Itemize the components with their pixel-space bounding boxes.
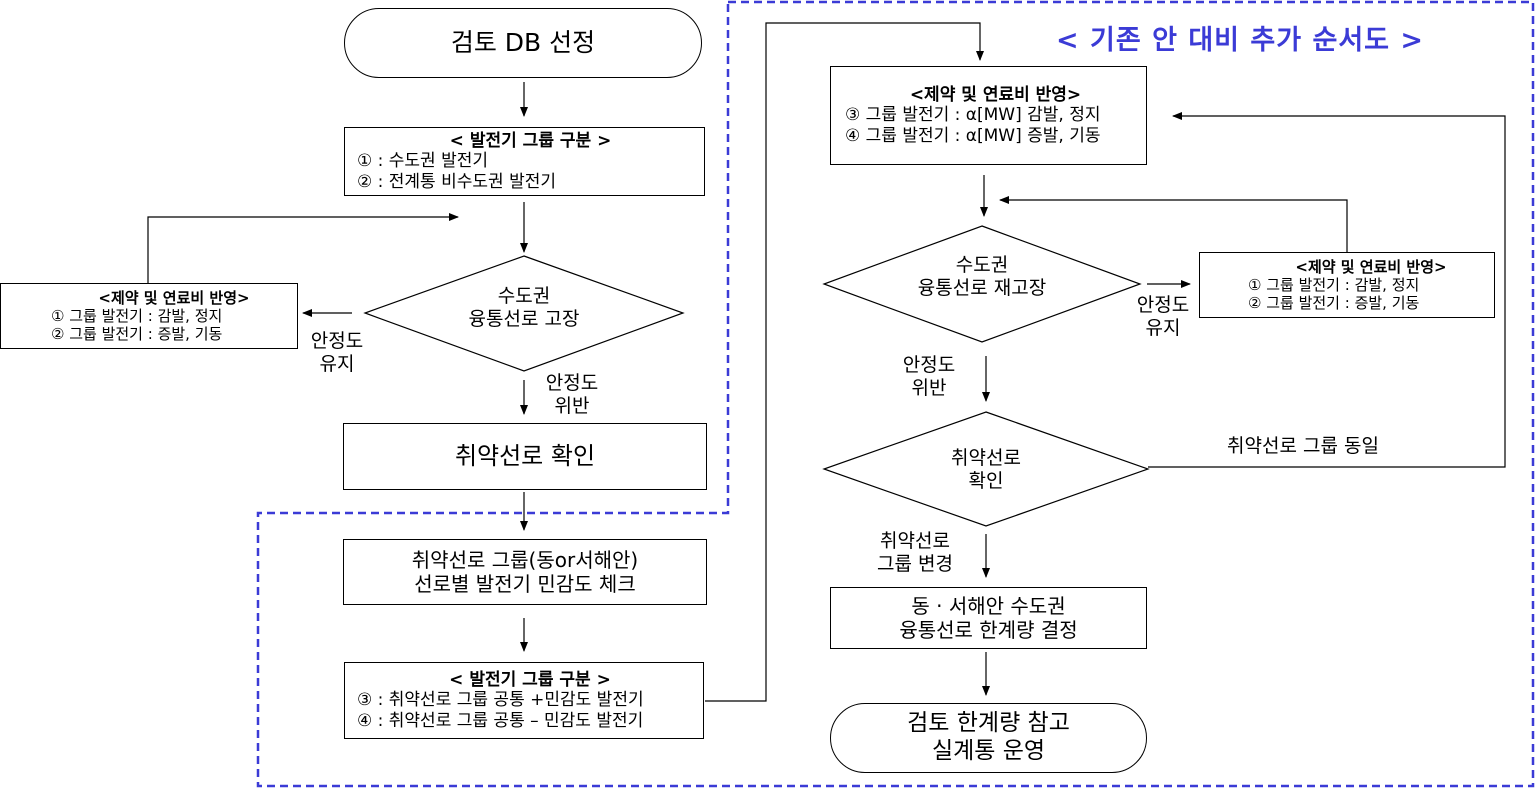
constraint-box-left: <제약 및 연료비 반영> ① 그룹 발전기 : 감발, 정지 ② 그룹 발전기…	[0, 283, 298, 349]
decision-weak-shape	[822, 411, 1150, 527]
sensitivity-check-box: 취약선로 그룹(동or서해안) 선로별 발전기 민감도 체크	[343, 539, 707, 605]
label-same-group: 취약선로 그룹 동일	[1205, 435, 1401, 458]
decision-refault-text: 수도권 융통선로 재고장	[872, 254, 1092, 300]
label-group-change: 취약선로 그룹 변경	[860, 530, 970, 576]
decision-refault-line-1: 수도권	[955, 254, 1009, 276]
label-group-change-line-1: 취약선로	[880, 530, 950, 552]
generator-group-b-line-1: ③ : 취약선로 그룹 공통 +민감도 발전기	[357, 690, 644, 711]
constraint-left-title: <제약 및 연료비 반영>	[98, 289, 250, 307]
weak-line-check-text: 취약선로 확인	[454, 442, 596, 471]
decision-refault-shape	[822, 225, 1142, 343]
label-stable-right: 안정도 유지	[1128, 294, 1198, 340]
decision-weak-text: 취약선로 확인	[906, 447, 1066, 493]
end-terminal-line-2: 실계통 운영	[931, 738, 1046, 764]
constraint-right-line-1: ① 그룹 발전기 : 감발, 정지	[1248, 276, 1420, 294]
limit-decision-line-2: 융통선로 한계량 결정	[899, 618, 1078, 642]
decision-refault-line-2: 융통선로 재고장	[917, 276, 1047, 299]
constraint-top-line-1: ③ 그룹 발전기 : α[MW] 감발, 정지	[845, 105, 1101, 126]
end-terminal-line-1: 검토 한계량 참고	[907, 710, 1070, 737]
limit-decision-box: 동 · 서해안 수도권 융통선로 한계량 결정	[830, 587, 1147, 649]
constraint-left-line-2: ② 그룹 발전기 : 증발, 기동	[51, 325, 223, 343]
start-terminal: 검토 DB 선정	[344, 8, 702, 78]
constraint-left-line-1: ① 그룹 발전기 : 감발, 정지	[51, 307, 223, 325]
start-terminal-text: 검토 DB 선정	[450, 28, 596, 57]
end-terminal: 검토 한계량 참고 실계통 운영	[830, 703, 1147, 773]
label-same-group-text: 취약선로 그룹 동일	[1227, 435, 1379, 457]
label-stable-left: 안정도 유지	[302, 330, 372, 376]
generator-group-a-title: < 발전기 그룹 구분 >	[449, 130, 612, 151]
label-violation-left: 안정도 위반	[537, 372, 607, 418]
decision-weak-line-1: 취약선로	[951, 447, 1021, 469]
loop-constraint-to-main	[147, 213, 459, 283]
decision-weak-line-2: 확인	[968, 469, 1004, 492]
sensitivity-line-1: 취약선로 그룹(동or서해안)	[411, 548, 639, 572]
limit-decision-line-1: 동 · 서해안 수도권	[911, 594, 1066, 618]
sensitivity-line-2: 선로별 발전기 민감도 체크	[414, 572, 636, 596]
label-stable-left-line-1: 안정도	[310, 330, 364, 352]
constraint-right-title: <제약 및 연료비 반영>	[1295, 258, 1447, 276]
decision-fault-shape	[363, 255, 685, 372]
connector-group-to-constraint	[705, 22, 984, 702]
decision-fault-line-2: 융통선로 고장	[468, 307, 580, 330]
generator-group-b-title: < 발전기 그룹 구분 >	[449, 669, 611, 690]
dashed-region-border	[256, 0, 1535, 788]
generator-group-box-b: < 발전기 그룹 구분 > ③ : 취약선로 그룹 공통 +민감도 발전기 ④ …	[344, 662, 704, 739]
decision-fault-text: 수도권 융통선로 고장	[424, 285, 624, 331]
constraint-box-top: <제약 및 연료비 반영> ③ 그룹 발전기 : α[MW] 감발, 정지 ④ …	[830, 66, 1147, 165]
label-stable-left-line-2: 유지	[319, 352, 355, 375]
label-violation-right-line-2: 위반	[911, 376, 947, 399]
constraint-top-title: <제약 및 연료비 반영>	[909, 84, 1082, 105]
generator-group-a-line-2: ② : 전계통 비수도권 발전기	[357, 171, 556, 192]
label-violation-right-line-1: 안정도	[902, 354, 956, 376]
loop-same-group	[1148, 112, 1506, 468]
label-violation-right: 안정도 위반	[894, 354, 964, 400]
generator-group-b-line-2: ④ : 취약선로 그룹 공통 – 민감도 발전기	[357, 710, 644, 731]
label-group-change-line-2: 그룹 변경	[877, 552, 953, 575]
decision-fault-line-1: 수도권	[497, 285, 551, 307]
generator-group-a-line-1: ① : 수도권 발전기	[357, 151, 489, 172]
label-stable-right-line-1: 안정도	[1136, 294, 1190, 316]
weak-line-check-box: 취약선로 확인	[343, 423, 707, 490]
label-violation-left-line-1: 안정도	[545, 372, 599, 394]
flowchart-headline: < 기존 안 대비 추가 순서도 >	[1056, 25, 1425, 56]
label-stable-right-line-2: 유지	[1145, 316, 1181, 339]
constraint-box-right: <제약 및 연료비 반영> ① 그룹 발전기 : 감발, 정지 ② 그룹 발전기…	[1199, 252, 1495, 318]
constraint-top-line-2: ④ 그룹 발전기 : α[MW] 증발, 기동	[845, 125, 1101, 146]
loop-constraint-to-refault	[999, 196, 1348, 252]
generator-group-box-a: < 발전기 그룹 구분 > ① : 수도권 발전기 ② : 전계통 비수도권 발…	[344, 127, 705, 196]
label-violation-left-line-2: 위반	[554, 394, 590, 417]
constraint-right-line-2: ② 그룹 발전기 : 증발, 기동	[1248, 294, 1420, 312]
